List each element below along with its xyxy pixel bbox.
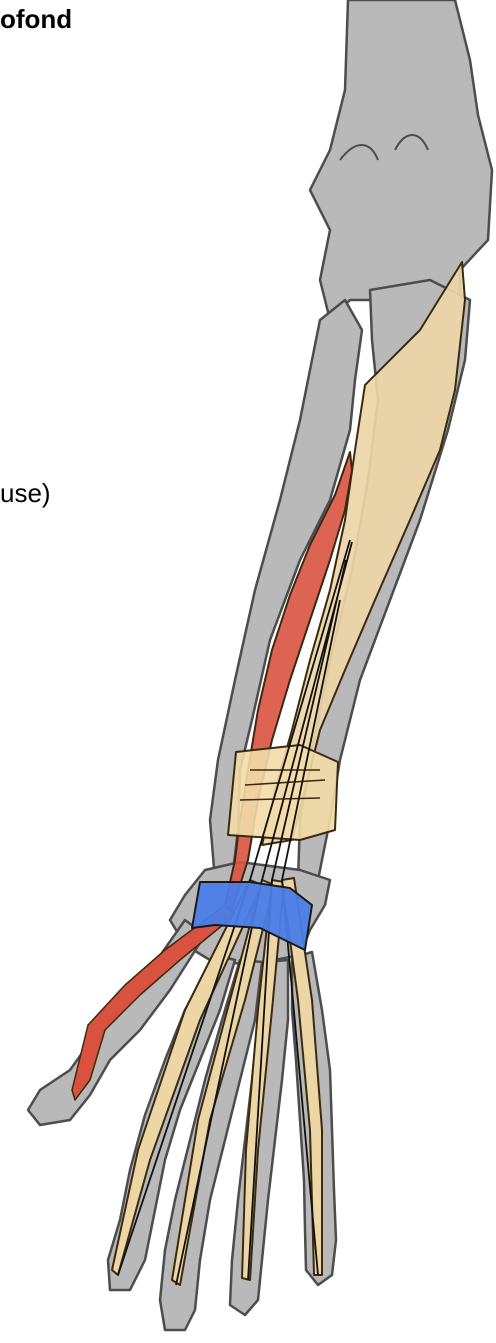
humerus — [310, 0, 492, 320]
tendon-sheath-band — [228, 745, 338, 840]
